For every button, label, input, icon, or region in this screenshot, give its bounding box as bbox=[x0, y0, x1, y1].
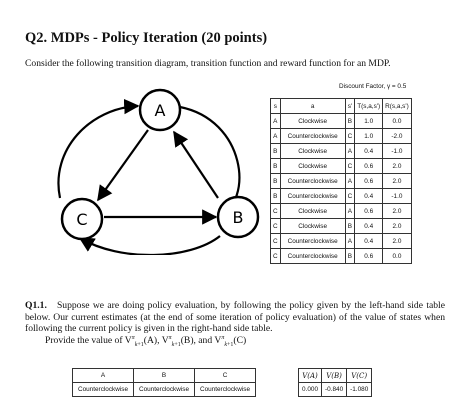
discount-factor-label: Discount Factor, γ = 0.5 bbox=[339, 83, 407, 90]
policy-table-header: A B C bbox=[72, 368, 256, 383]
transition-diagram: A B C bbox=[57, 88, 260, 255]
q11-body: Suppose we are doing policy evaluation, … bbox=[25, 300, 445, 334]
table-row: 0.000 -0.840 -1.080 bbox=[298, 382, 373, 397]
col-r: R(s,a,s') bbox=[382, 98, 412, 114]
svg-text:B: B bbox=[233, 208, 244, 227]
q11-number: Q1.1. bbox=[25, 300, 47, 311]
arc-c-to-a bbox=[57, 98, 140, 199]
node-a: A bbox=[138, 88, 182, 132]
q11-provide: Provide the value of Vπk+1(A), Vπk+1(B),… bbox=[45, 335, 247, 349]
question-intro: Consider the following transition diagra… bbox=[25, 58, 391, 69]
policy-table: A B C Counterclockwise Counterclockwise … bbox=[72, 368, 256, 397]
arrow-a-to-c bbox=[97, 129, 149, 202]
question-title: Q2. MDPs - Policy Iteration (20 points) bbox=[25, 30, 268, 46]
node-c: C bbox=[60, 197, 104, 241]
q11-text: Q1.1. Suppose we are doing policy evalua… bbox=[25, 300, 445, 335]
col-t: T(s,a,s') bbox=[354, 98, 384, 114]
table-row: Counterclockwise Counterclockwise Counte… bbox=[72, 382, 256, 397]
col-a: a bbox=[279, 98, 346, 114]
transition-table-header: s a s' T(s,a,s') R(s,a,s') bbox=[270, 98, 412, 114]
col-s-prime: s' bbox=[344, 98, 356, 114]
svg-text:C: C bbox=[76, 210, 87, 229]
arrow-b-to-a bbox=[173, 130, 219, 199]
col-s: s bbox=[270, 98, 281, 114]
value-table-header: V(A) V(B) V(C) bbox=[298, 368, 373, 383]
arc-b-to-c bbox=[78, 235, 221, 255]
svg-text:A: A bbox=[155, 101, 166, 120]
value-table: V(A) V(B) V(C) 0.000 -0.840 -1.080 bbox=[298, 368, 373, 397]
node-b: B bbox=[216, 195, 260, 239]
